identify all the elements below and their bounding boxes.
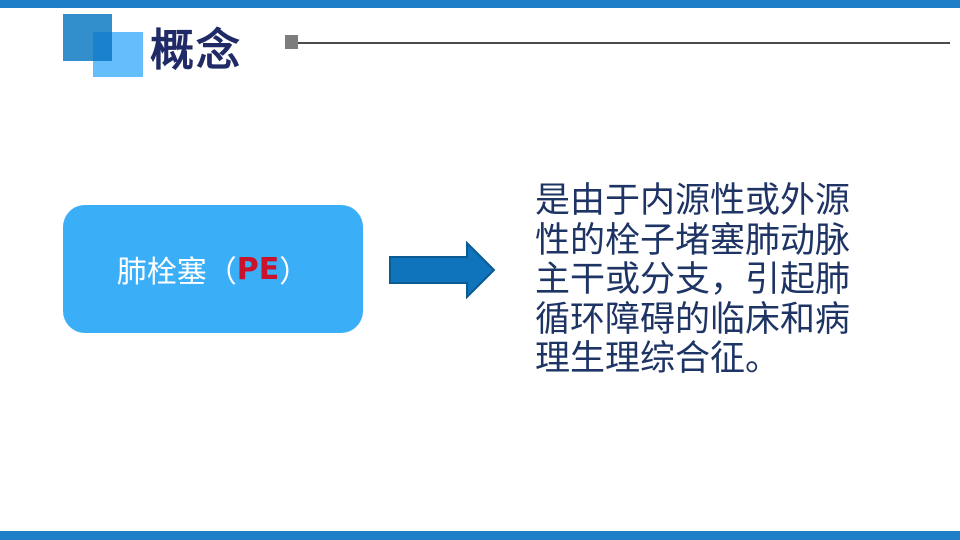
- definition-line: 是由于内源性或外源: [535, 181, 851, 221]
- definition-line: 理生理综合征。: [535, 339, 781, 379]
- title-rule-marker-square: [285, 35, 298, 49]
- definition-text: 是由于内源性或外源 性的栓子堵塞肺动脉 主干或分支，引起肺 循环障碍的临床和病 …: [535, 181, 875, 380]
- title-decor-overlap-square: [93, 32, 112, 61]
- title-rule-line: [298, 42, 950, 44]
- top-accent-bar: [0, 0, 960, 8]
- page-title: 概念: [150, 25, 242, 76]
- definition-line: 性的栓子堵塞肺动脉: [535, 220, 851, 261]
- definition-line: 主干或分支，引起肺: [535, 260, 851, 300]
- right-arrow-icon: [389, 241, 496, 299]
- concept-box: 肺栓塞（PE）: [63, 205, 363, 333]
- definition-line: 循环障碍的临床和病: [535, 299, 851, 340]
- concept-box-label-prefix: 肺栓塞（: [116, 255, 237, 290]
- concept-box-label-highlight: PE: [236, 251, 280, 287]
- concept-box-label-suffix: ）: [279, 255, 310, 290]
- bottom-accent-bar: [0, 531, 960, 540]
